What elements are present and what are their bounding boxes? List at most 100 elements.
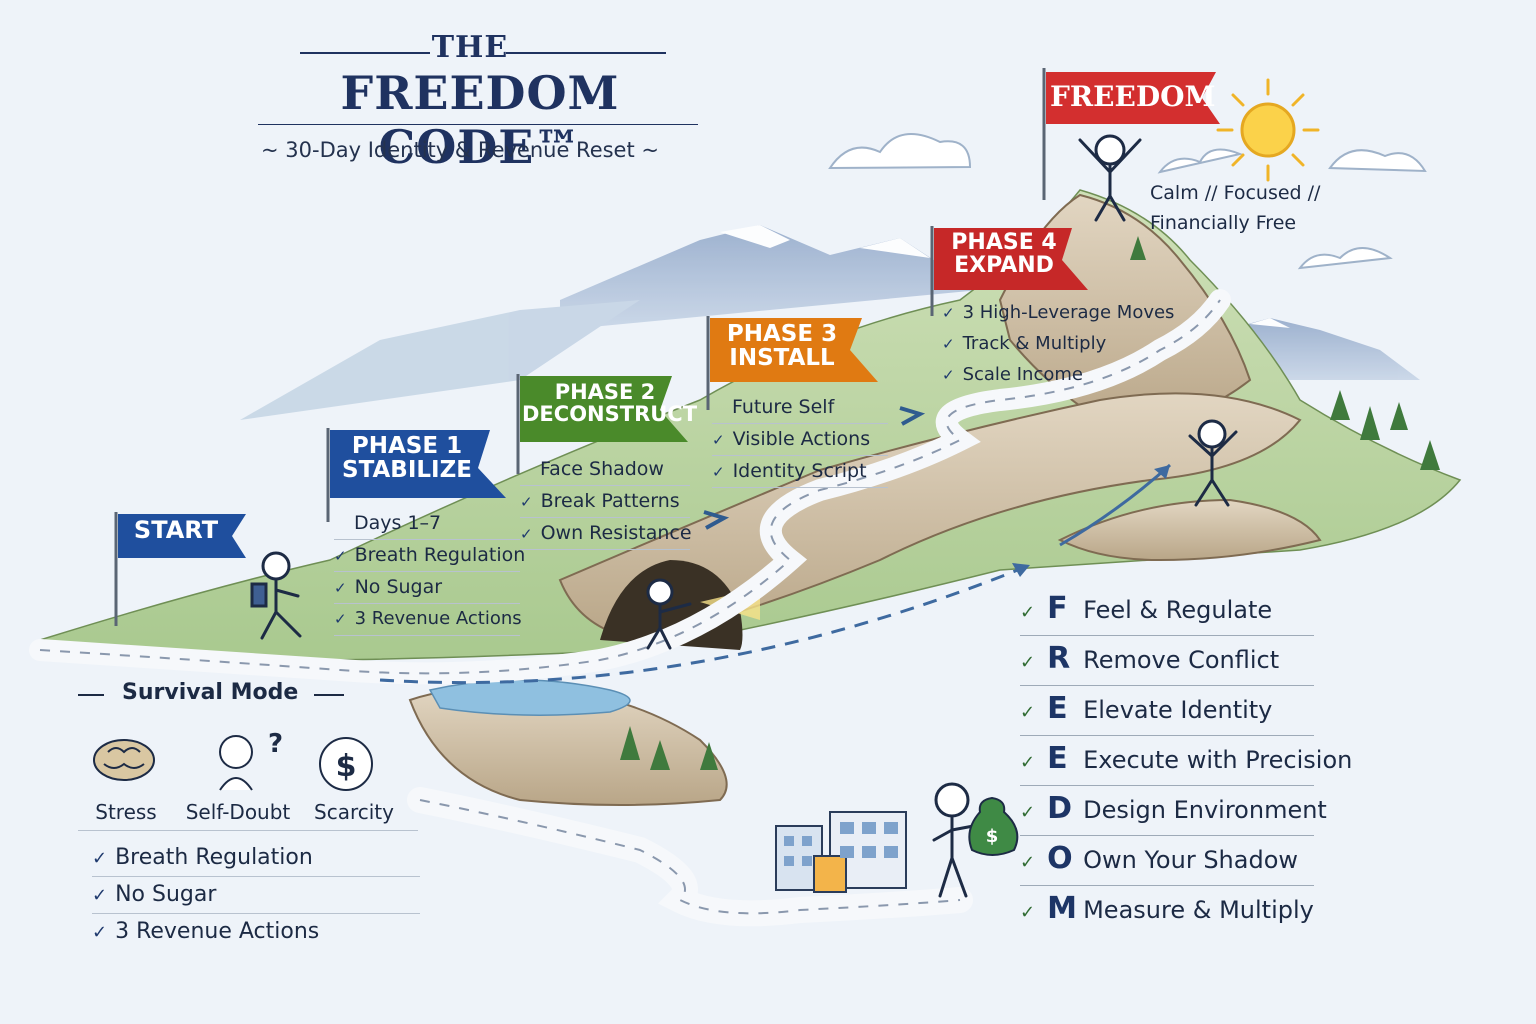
check-icon: ✓ (942, 366, 955, 384)
list-item-label: No Sugar (115, 882, 217, 907)
phase-2-list: Face Shadow ✓ Break Patterns ✓Own Resista… (520, 454, 692, 550)
list-item-label: No Sugar (354, 576, 443, 598)
phase-4-flag: PHASE 4 EXPAND (936, 231, 1072, 277)
phase-1-flag: PHASE 1 STABILIZE (332, 434, 482, 482)
survival-rule-right (314, 694, 344, 696)
divider (78, 830, 418, 831)
freedom-acronym-list: ✓ F Feel & Regulate ✓ R Remove Conflict ✓ E El… (1020, 586, 1352, 935)
survival-list: ✓Breath Regulation ✓ No Sugar ✓ 3 Revenue … (92, 840, 420, 950)
check-icon: ✓ (334, 579, 347, 597)
acronym-text: Measure & Multiply (1083, 896, 1314, 924)
svg-text:$: $ (986, 826, 999, 847)
check-icon: ✓ (942, 335, 955, 353)
acronym-text: Elevate Identity (1083, 696, 1273, 724)
check-icon: ✓ (92, 848, 108, 869)
acronym-letter: O (1047, 841, 1073, 876)
acronym-text: Own Your Shadow (1083, 846, 1299, 874)
acronym-row-r: ✓ R Remove Conflict (1020, 636, 1314, 686)
page-title: FREEDOM CODE™ (340, 66, 620, 174)
list-item: ✓3 High-Leverage Moves (942, 298, 1175, 329)
phase-2-number: PHASE 2 (554, 380, 656, 404)
start-flag-shape (118, 514, 246, 558)
check-icon: ✓ (520, 525, 533, 543)
list-item-label: 3 Revenue Actions (115, 919, 320, 944)
page-subtitle: ~ 30-Day Identity & Revenue Reset ~ (261, 138, 659, 162)
list-item: Future Self (712, 392, 888, 424)
list-item-label: Visible Actions (732, 428, 871, 450)
acronym-letter: F (1047, 591, 1068, 626)
phase-2-name: DECONSTRUCT (522, 402, 698, 427)
acronym-letter: E (1047, 741, 1068, 776)
check-icon: ✓ (1020, 652, 1036, 673)
clouds (828, 133, 1427, 270)
list-item-label: 3 High-Leverage Moves (962, 302, 1175, 323)
check-icon: ✓ (92, 885, 108, 906)
phase-3-number: PHASE 3 (726, 321, 838, 347)
title-underline (258, 124, 698, 125)
list-item-label: Face Shadow (540, 458, 664, 480)
self-doubt-label: Self-Doubt (185, 800, 291, 824)
money-bag-icon: $ (968, 796, 1019, 856)
acronym-text: Execute with Precision (1083, 746, 1353, 774)
list-item: ✓3 Revenue Actions (334, 604, 522, 636)
acronym-text: Remove Conflict (1083, 646, 1280, 674)
check-icon: ✓ (1020, 702, 1036, 723)
list-item: ✓Own Resistance (520, 518, 692, 550)
survival-rule-left (78, 694, 104, 696)
check-icon: ✓ (92, 922, 108, 943)
check-icon: ✓ (1020, 752, 1036, 773)
phase-4-name: EXPAND (954, 253, 1054, 279)
phase-4-list: ✓3 High-Leverage Moves ✓Track & Multiply… (942, 298, 1175, 391)
check-icon: ✓ (334, 610, 347, 628)
freedom-flag-label: FREEDOM (1050, 80, 1216, 113)
list-item-label: Break Patterns (540, 490, 680, 512)
acronym-letter: R (1047, 641, 1071, 676)
phase-3-flag: PHASE 3 INSTALL (712, 322, 852, 370)
list-item: ✓Breath Regulation (92, 840, 420, 877)
survival-title: Survival Mode (122, 680, 299, 705)
check-icon: ✓ (1020, 602, 1036, 623)
list-item: ✓ Track & Multiply (942, 329, 1172, 360)
check-icon: ✓ (1020, 852, 1036, 873)
list-item-label: Track & Multiply (962, 333, 1107, 354)
list-item: ✓Breath Regulation (334, 540, 525, 572)
list-item: ✓ No Sugar (334, 572, 520, 604)
list-item: Days 1–7 (334, 508, 520, 540)
title-the: THE (431, 30, 509, 65)
acronym-letter: D (1047, 791, 1072, 826)
acronym-letter: M (1047, 891, 1077, 926)
sun (1216, 78, 1320, 182)
acronym-text: Feel & Regulate (1083, 596, 1273, 624)
phase-3-list: Future Self ✓ Visible Actions ✓ Identity S… (712, 392, 888, 488)
list-item: ✓ Break Patterns (520, 486, 690, 518)
acronym-letter: E (1047, 691, 1068, 726)
check-icon: ✓ (520, 493, 533, 511)
phase-1-list: Days 1–7 ✓Breath Regulation ✓ No Sugar ✓3… (334, 508, 525, 636)
list-item: ✓ Visible Actions (712, 424, 888, 456)
acronym-row-e2: ✓ E Execute with Precision (1020, 736, 1352, 786)
trees (620, 236, 1440, 770)
list-item: ✓ No Sugar (92, 877, 420, 914)
phase-4-number: PHASE 4 (951, 230, 1057, 255)
scarcity-label: Scarcity (314, 800, 394, 824)
check-icon: ✓ (712, 463, 725, 481)
title-rule-left (300, 52, 430, 54)
stress-label: Stress (95, 800, 157, 824)
phase-1-name: STABILIZE (342, 457, 472, 484)
list-item-label: Scale Income (962, 364, 1083, 385)
freedom-flag: FREEDOM (1050, 82, 1216, 111)
list-item-label: Identity Script (732, 460, 867, 482)
start-flag: START (118, 516, 234, 544)
summit-tagline: Calm // Focused // Financially Free (1150, 178, 1320, 238)
start-flag-label: START (133, 516, 219, 544)
list-item: ✓ Identity Script (712, 456, 888, 488)
check-icon: ✓ (334, 547, 347, 565)
acronym-row-e1: ✓ E Elevate Identity (1020, 686, 1314, 736)
title-rule-right (506, 52, 666, 54)
check-icon: ✓ (712, 431, 725, 449)
summit-tagline-line-2: Financially Free (1150, 212, 1297, 234)
svg-text:$: $ (336, 749, 357, 784)
